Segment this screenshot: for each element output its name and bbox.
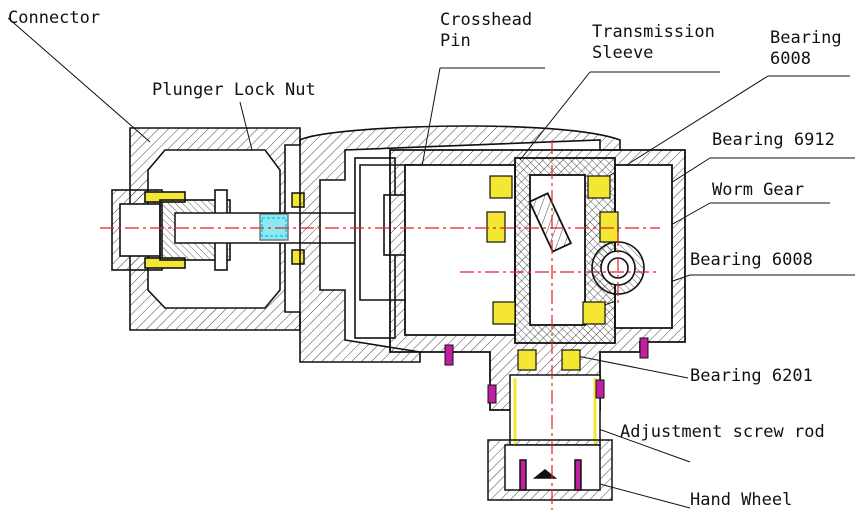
- label-connector: Connector: [8, 8, 101, 28]
- bearing-6912-left: [486, 211, 506, 243]
- connector-leader: [7, 17, 151, 143]
- bearing-6008-top-right: [587, 175, 611, 199]
- bearings: [486, 175, 619, 371]
- label-hand-wheel: Hand Wheel: [690, 490, 793, 510]
- bearing-6008-mid-left: [492, 301, 516, 325]
- bearing-6912-right: [599, 211, 619, 243]
- bearing-6201-left: [517, 349, 537, 371]
- fasteners: [444, 337, 649, 404]
- label-bearing-6008-top: Bearing 6008: [770, 28, 842, 69]
- label-transmission-sleeve: Transmission Sleeve: [592, 22, 715, 63]
- bearing-6008-mid-right: [582, 301, 606, 325]
- label-crosshead-pin: Crosshead Pin: [440, 10, 533, 51]
- adjustment-assembly: [487, 374, 613, 501]
- label-bearing-6008-mid: Bearing 6008: [690, 250, 813, 270]
- bearing-6008-top-left: [489, 175, 513, 199]
- label-adjustment-screw-rod: Adjustment screw rod: [620, 422, 825, 442]
- transmission-sleeve-leader: [519, 71, 591, 161]
- bearing-6201-right: [561, 349, 581, 371]
- centerlines: [100, 140, 660, 510]
- label-bearing-6912: Bearing 6912: [712, 130, 835, 150]
- label-worm-gear: Worm Gear: [712, 180, 805, 200]
- label-bearing-6201: Bearing 6201: [690, 366, 813, 386]
- label-plunger-lock-nut: Plunger Lock Nut: [152, 80, 316, 100]
